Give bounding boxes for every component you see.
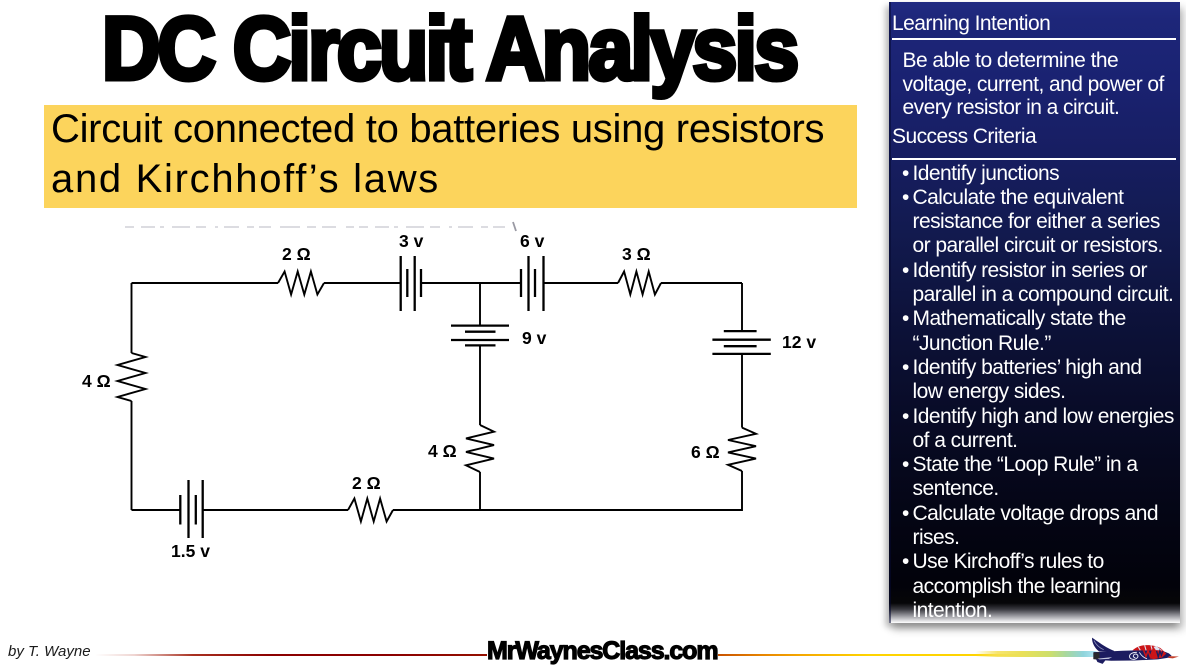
svg-text:2 Ω: 2 Ω [282, 244, 311, 264]
svg-text:1.5 v: 1.5 v [171, 541, 210, 561]
svg-text:6 v: 6 v [520, 231, 545, 251]
svg-text:12 v: 12 v [782, 332, 816, 352]
svg-text:6 Ω: 6 Ω [691, 442, 720, 462]
svg-text:9 v: 9 v [522, 328, 547, 348]
svg-text:2 Ω: 2 Ω [352, 473, 381, 493]
svg-text:4 Ω: 4 Ω [428, 441, 457, 461]
svg-text:3 Ω: 3 Ω [622, 244, 651, 264]
svg-text:3 v: 3 v [399, 231, 424, 251]
svg-text:4 Ω: 4 Ω [82, 371, 111, 391]
